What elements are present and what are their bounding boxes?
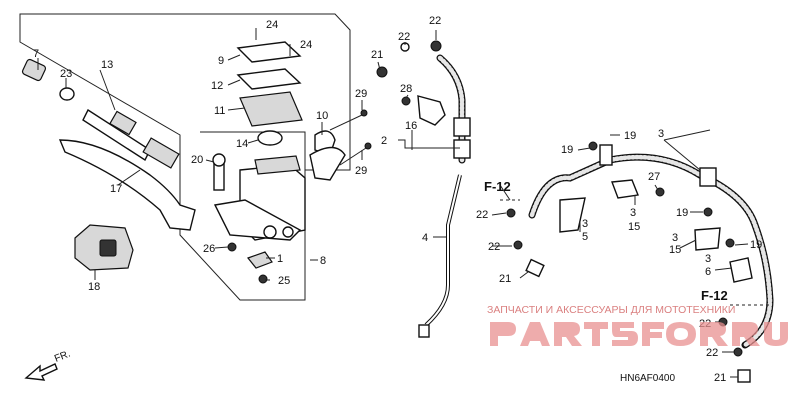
callout-22f: 22 [706,347,718,359]
callout-19c: 19 [676,207,688,219]
callout-11: 11 [214,105,225,117]
callout-8: 8 [320,255,326,267]
leader-lines [37,28,770,378]
callout-22c: 22 [476,209,488,221]
callout-5: 5 [582,231,588,243]
callout-24a: 24 [266,19,278,31]
master-cylinder-group-outline [19,13,351,301]
callout-15b: 15 [669,244,681,256]
holder-cover-part [74,224,134,271]
subgroup-outline [200,131,306,170]
brake-hose-lower [506,141,774,383]
callout-3a: 3 [658,128,664,140]
master-cylinder-body [213,155,306,241]
reservoir-cap-stack [236,41,303,146]
callout-29a: 29 [355,88,367,100]
callout-15a: 15 [628,221,640,233]
callout-9: 9 [218,55,224,67]
front-arrow-icon [24,363,58,381]
callout-21b: 21 [499,273,511,285]
callout-23: 23 [60,68,72,80]
callout-19d: 19 [750,239,762,251]
callout-18: 18 [88,281,100,293]
ref-f12-top: F-12 [484,179,511,194]
callout-19b: 19 [624,130,636,142]
callout-3b: 3 [630,207,636,219]
callout-19a: 19 [561,144,573,156]
callout-2: 2 [381,135,387,147]
callout-29b: 29 [355,165,367,177]
callout-1: 1 [277,253,283,265]
callout-22b: 22 [429,15,441,27]
callout-22a: 22 [398,31,410,43]
callout-22d: 22 [488,241,500,253]
callout-14: 14 [236,138,248,150]
piston-kit-part [21,58,180,169]
callout-28: 28 [400,83,412,95]
callout-7: 7 [33,48,39,60]
callout-numbers: 7 23 13 17 18 9 12 11 14 20 26 1 25 8 24… [33,15,762,384]
callout-24b: 24 [300,39,312,51]
front-label: FR. [53,349,72,365]
callout-3e: 3 [705,253,711,265]
callout-27: 27 [648,171,660,183]
callout-3c: 3 [582,218,588,230]
callout-10: 10 [316,110,328,122]
callout-17: 17 [110,183,122,195]
front-direction-indicator: FR. [24,349,72,381]
callout-20: 20 [191,154,203,166]
callout-21c: 21 [714,372,726,384]
callout-12: 12 [211,80,223,92]
watermark: ЗАПЧАСТИ И АКСЕССУАРЫ ДЛЯ МОТОТЕХНИКИ [487,304,788,346]
watermark-logo [490,322,788,346]
callout-4: 4 [422,232,428,244]
callout-3d: 3 [672,232,678,244]
callout-16: 16 [405,120,417,132]
callout-6: 6 [705,266,711,278]
diagram-code: HN6AF0400 [620,373,675,384]
callout-26: 26 [203,243,215,255]
brake-lever-part [58,139,196,231]
watermark-caption: ЗАПЧАСТИ И АКСЕССУАРЫ ДЛЯ МОТОТЕХНИКИ [487,304,735,316]
brake-pipe-front [418,174,462,338]
callout-25: 25 [278,275,290,287]
callout-21a: 21 [371,49,383,61]
ref-f12-bottom: F-12 [701,288,728,303]
callout-13: 13 [101,59,113,71]
brake-hose-upper [376,40,471,164]
bolt-and-switch-parts [212,153,273,284]
